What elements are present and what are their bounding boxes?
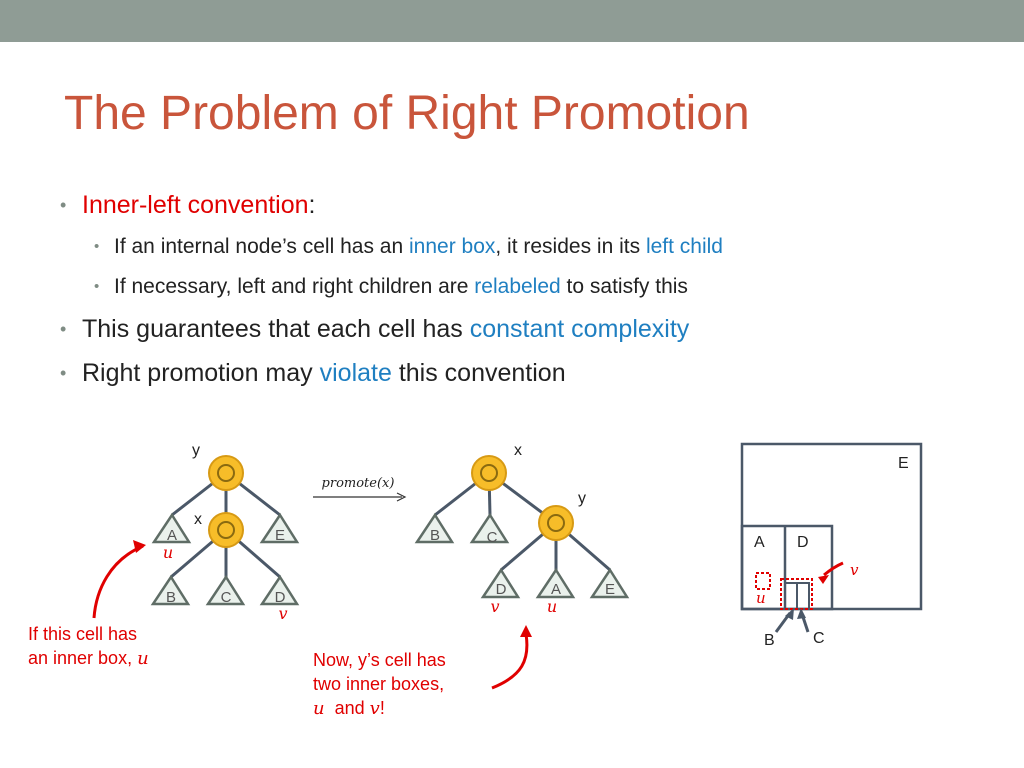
label-inner: y <box>578 490 586 507</box>
leaf-label-e: E <box>275 527 285 544</box>
node-x <box>208 512 244 548</box>
leaf-triangle-b <box>414 512 455 544</box>
box-diagram: E A D B C v u <box>740 442 923 649</box>
label-e: E <box>898 455 909 472</box>
leaf-label-a: A <box>551 581 561 598</box>
inner-box-u <box>755 572 771 590</box>
annotation-line: u and v! <box>313 696 446 721</box>
bullet-highlight: left child <box>645 235 723 258</box>
leaf-label-b: B <box>166 589 176 606</box>
annotation-text: ! <box>379 698 385 718</box>
leaf-triangle-a <box>151 512 192 544</box>
bullet-text: : <box>308 191 316 219</box>
bullet-text: This guarantees that each cell has <box>82 315 470 343</box>
annotation-right: Now, y’s cell has two inner boxes, u and… <box>313 648 446 721</box>
var-u-box: u <box>756 589 766 607</box>
annotation-line: Now, y’s cell has <box>313 650 446 670</box>
var-u-left: u <box>163 543 173 562</box>
arrowhead-left <box>133 540 146 553</box>
var-v-right: v <box>490 597 499 616</box>
leaf-triangle-d <box>480 567 521 599</box>
leaf-label-d: D <box>275 589 286 606</box>
bullet-text: Right promotion may <box>82 359 320 387</box>
node-y <box>538 505 574 541</box>
leaf-label-a: A <box>167 527 177 544</box>
label-b: B <box>764 632 775 649</box>
leaf-label-c: C <box>487 529 498 546</box>
annotation-line: an inner box, u <box>28 646 149 671</box>
promote-label: promote(x) <box>322 476 395 491</box>
bullet-text: If necessary, left and right children ar… <box>114 275 475 298</box>
label-c: C <box>813 630 825 647</box>
arrowhead-box-v <box>818 575 829 584</box>
bullet-text: , it resides in its <box>495 235 646 258</box>
var-v-left: v <box>278 604 287 623</box>
node-y <box>208 455 244 491</box>
label-a: A <box>754 534 765 551</box>
annotation-var: v <box>369 698 380 719</box>
leaf-triangle-e <box>259 512 300 544</box>
left-tree: y x A E B C D u v <box>92 442 300 623</box>
leaf-triangle-e <box>589 567 630 599</box>
bullet-constant-complexity: This guarantees that each cell has const… <box>60 312 1000 356</box>
leaf-label-d: D <box>496 581 507 598</box>
bullet-text: If an internal node’s cell has an <box>114 235 409 258</box>
label-root: y <box>192 442 200 459</box>
leaf-triangle-c <box>205 574 246 606</box>
leaf-triangle-d <box>259 574 300 606</box>
curved-arrow-right <box>491 633 529 690</box>
bullet-inner-left-convention: Inner-left convention: <box>60 188 1000 232</box>
leaf-label-c: C <box>221 589 232 606</box>
annotation-left: If this cell has an inner box, u <box>28 622 149 671</box>
leaf-label-e: E <box>605 581 615 598</box>
label-inner: x <box>194 511 202 528</box>
bullet-highlight: inner box <box>408 235 496 258</box>
top-bar <box>0 0 1024 42</box>
inner-box-v <box>780 578 813 610</box>
curved-arrow-left <box>92 544 144 619</box>
promote-arrow: promote(x) <box>313 476 407 502</box>
bullet-highlight: relabeled <box>474 275 561 298</box>
leaf-label-b: B <box>430 527 440 544</box>
annotation-line: If this cell has <box>28 624 138 644</box>
node-x <box>471 455 507 491</box>
subbullet-relabeled: If necessary, left and right children ar… <box>60 272 1000 312</box>
annotation-text: an inner box, <box>28 648 133 668</box>
bullet-highlight: Inner-left convention <box>82 191 309 219</box>
leaf-triangle-c <box>469 512 510 544</box>
bullet-list: Inner-left convention: If an internal no… <box>60 188 1000 400</box>
right-tree: x y B C D A E v u <box>414 442 630 690</box>
bullet-text: this convention <box>391 359 566 387</box>
annotation-text: and <box>334 698 365 718</box>
slide-title: The Problem of Right Promotion <box>64 87 750 140</box>
annotation-var: u <box>137 648 149 669</box>
label-root: x <box>514 442 522 459</box>
label-d: D <box>797 534 809 551</box>
bullet-highlight: constant complexity <box>469 315 690 343</box>
var-u-right: u <box>547 597 557 616</box>
annotation-line: two inner boxes, <box>313 674 445 694</box>
bullet-violate: Right promotion may violate this convent… <box>60 356 1000 400</box>
subbullet-inner-box: If an internal node’s cell has an inner … <box>60 232 1000 272</box>
var-v-box: v <box>850 561 859 579</box>
bullet-text: to satisfy this <box>560 275 688 298</box>
leaf-triangle-a <box>535 567 576 599</box>
annotation-var: u <box>313 698 325 719</box>
bullet-highlight: violate <box>319 359 392 387</box>
arrowhead-right <box>520 625 532 637</box>
leaf-triangle-b <box>150 574 191 606</box>
